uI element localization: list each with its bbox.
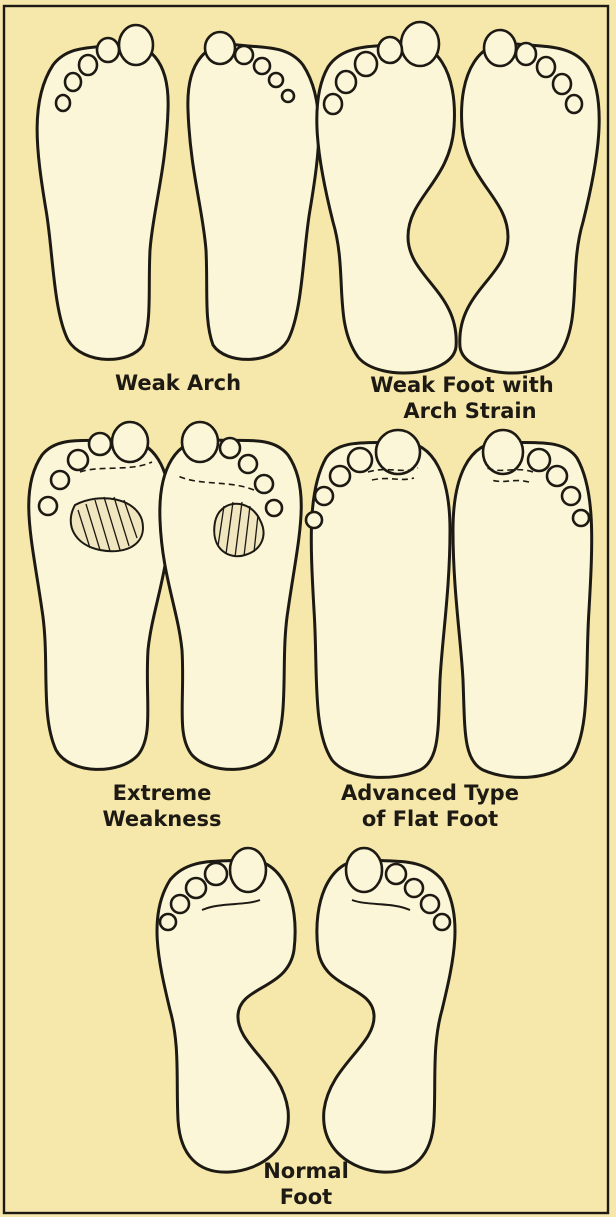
extreme-right-foot	[160, 422, 301, 769]
label-normal-line1: Normal	[263, 1159, 349, 1183]
flat-left-foot	[306, 430, 450, 777]
flat-right-foot	[453, 430, 592, 777]
arch-strain-left-foot	[317, 22, 456, 373]
panel-extreme-weakness: Extreme Weakness	[29, 422, 302, 831]
panel-normal-foot: Normal Foot	[157, 848, 455, 1209]
arch-strain-right-foot	[460, 30, 599, 373]
label-flat-line2: of Flat Foot	[362, 807, 498, 831]
label-normal-line2: Foot	[280, 1185, 332, 1209]
panel-weak-arch: Weak Arch	[37, 25, 319, 395]
panel-advanced-flat-foot: Advanced Type of Flat Foot	[306, 430, 592, 831]
label-weak-arch: Weak Arch	[115, 371, 241, 395]
label-extreme-line2: Weakness	[103, 807, 222, 831]
extreme-left-callus	[71, 497, 143, 551]
label-arch-strain-line1: Weak Foot with	[370, 373, 553, 397]
extreme-left-foot	[29, 422, 170, 769]
weak-arch-right-foot	[188, 32, 319, 359]
label-flat-line1: Advanced Type	[341, 781, 519, 805]
normal-left-foot	[157, 848, 295, 1172]
label-extreme-line1: Extreme	[113, 781, 212, 805]
weak-arch-left-foot	[37, 25, 168, 359]
label-arch-strain-line2: Arch Strain	[403, 399, 536, 423]
panel-weak-foot-arch-strain: Weak Foot with Arch Strain	[317, 22, 599, 423]
normal-right-foot	[317, 848, 455, 1172]
